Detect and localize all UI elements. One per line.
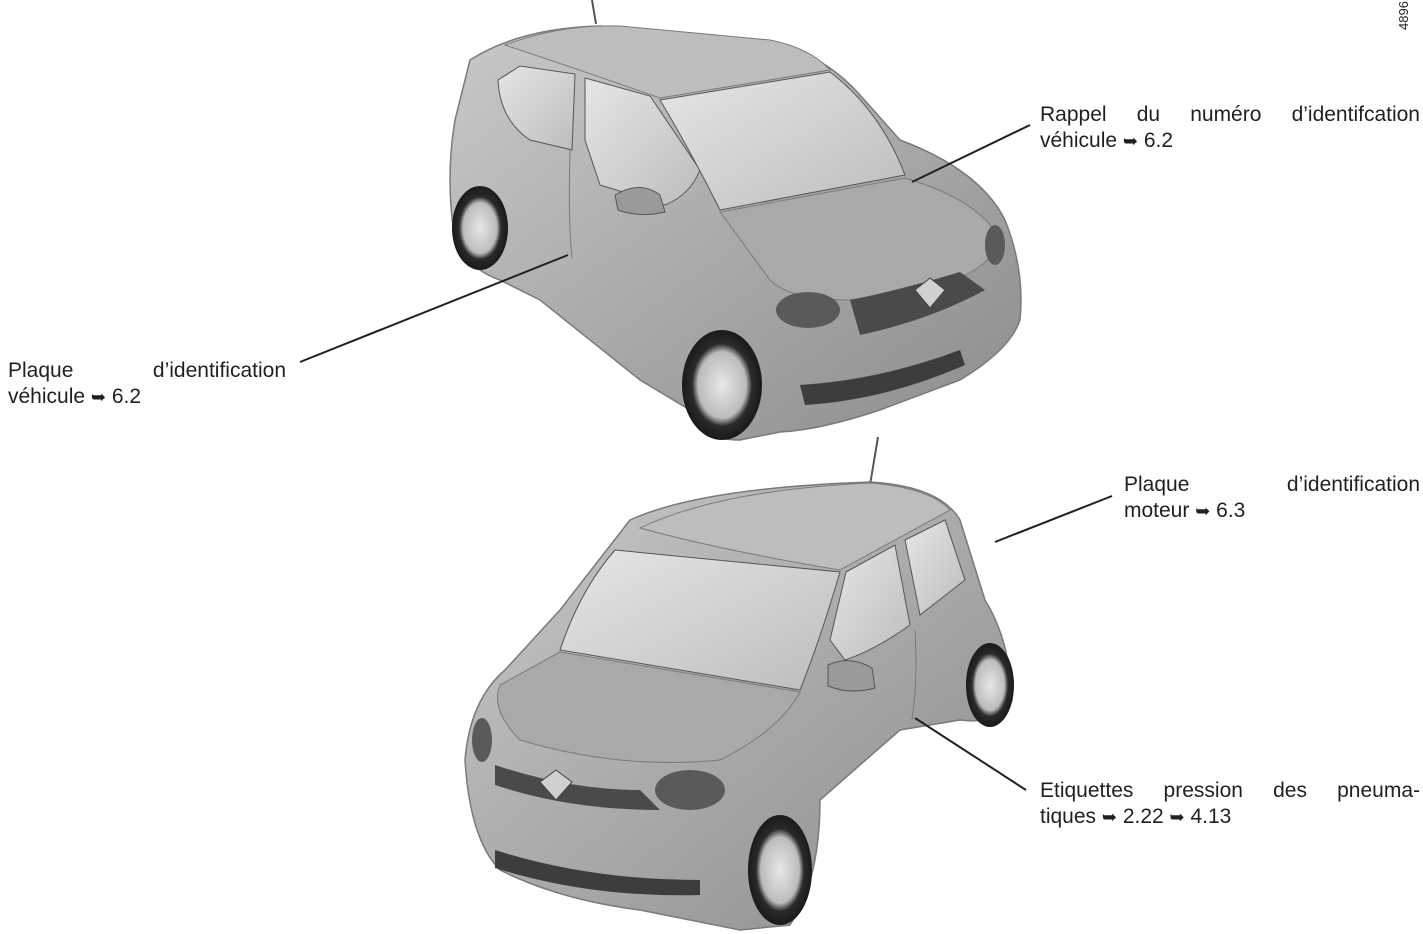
lower-intake (495, 850, 700, 896)
car-bottom-illustration (464, 436, 1014, 931)
wheel-rear (452, 186, 508, 270)
callout-plaque-vehicule-line1: Plaque d’identification (8, 359, 286, 382)
callout-text: véhicule (8, 385, 86, 408)
callout-plaque-moteur-line1: Plaque d’identification (1124, 473, 1420, 496)
door-seam (911, 629, 917, 721)
page-reference-link[interactable]: 6.2 (111, 385, 142, 408)
callout-etiquettes-pneus: Etiquettes pression des pneuma- tiques ➥… (1040, 778, 1420, 831)
page-reference-link[interactable]: 2.22 (1122, 805, 1164, 828)
page-reference-link[interactable]: 4.13 (1190, 805, 1232, 828)
callout-plaque-vehicule: Plaque d’identification véhicule ➥ 6.2 (8, 358, 286, 411)
headlight-right (655, 770, 725, 810)
callout-plaque-moteur: Plaque d’identification moteur ➥ 6.3 (1124, 472, 1420, 525)
front-grille (850, 272, 985, 335)
leader-line-rappel-vin (911, 124, 1031, 183)
headlight-left (776, 292, 840, 328)
side-window-rear (497, 65, 576, 151)
callout-text: moteur (1124, 499, 1190, 522)
callout-etiquettes-pneus-line2: tiques ➥ 2.22 ➥ 4.13 (1040, 804, 1420, 831)
callout-text: véhicule (1040, 129, 1118, 152)
callout-text: tiques (1040, 805, 1097, 828)
callout-plaque-vehicule-line2: véhicule ➥ 6.2 (8, 384, 286, 411)
brand-logo (539, 769, 573, 801)
leader-line-plaque-moteur (994, 495, 1113, 543)
callout-rappel-vin-line1: Rappel du numéro d’identifcation (1040, 103, 1420, 126)
side-mirror (827, 660, 876, 692)
windshield (659, 71, 906, 211)
front-grille (495, 765, 660, 810)
wheel-rear (966, 643, 1014, 727)
arrow-right-icon: ➥ (1101, 807, 1117, 828)
arrow-right-icon: ➥ (1122, 131, 1138, 152)
car-top-illustration (449, 0, 1022, 441)
side-window-front (829, 544, 911, 661)
leader-line-plaque-vehicule (299, 254, 569, 363)
headlight-left (472, 718, 492, 762)
callout-plaque-moteur-line2: moteur ➥ 6.3 (1124, 498, 1420, 525)
headlight-right (985, 225, 1005, 265)
side-window-rear (904, 519, 966, 616)
arrow-right-icon: ➥ (1169, 807, 1185, 828)
windshield (559, 549, 841, 691)
callout-etiquettes-pneus-line1: Etiquettes pression des pneuma- (1040, 779, 1420, 802)
arrow-right-icon: ➥ (90, 387, 106, 408)
side-mirror (614, 187, 666, 216)
page-reference-link[interactable]: 6.2 (1143, 129, 1174, 152)
callout-rappel-vin: Rappel du numéro d’identifcation véhicul… (1040, 102, 1420, 155)
antenna (591, 0, 597, 25)
car-roof (638, 482, 951, 571)
lower-intake (800, 350, 965, 405)
figure-reference-number: 48961 (1396, 0, 1411, 30)
arrow-right-icon: ➥ (1195, 501, 1211, 522)
wheel-front (748, 815, 812, 925)
wheel-front (682, 330, 762, 440)
antenna (869, 436, 879, 486)
car-roof (503, 25, 831, 99)
page-reference-link[interactable]: 6.3 (1216, 499, 1246, 522)
leader-line-etiquettes-pneus (914, 717, 1027, 791)
callout-rappel-vin-line2: véhicule ➥ 6.2 (1040, 128, 1420, 155)
door-seam (568, 149, 573, 259)
brand-logo (914, 277, 946, 309)
hood (497, 651, 801, 763)
